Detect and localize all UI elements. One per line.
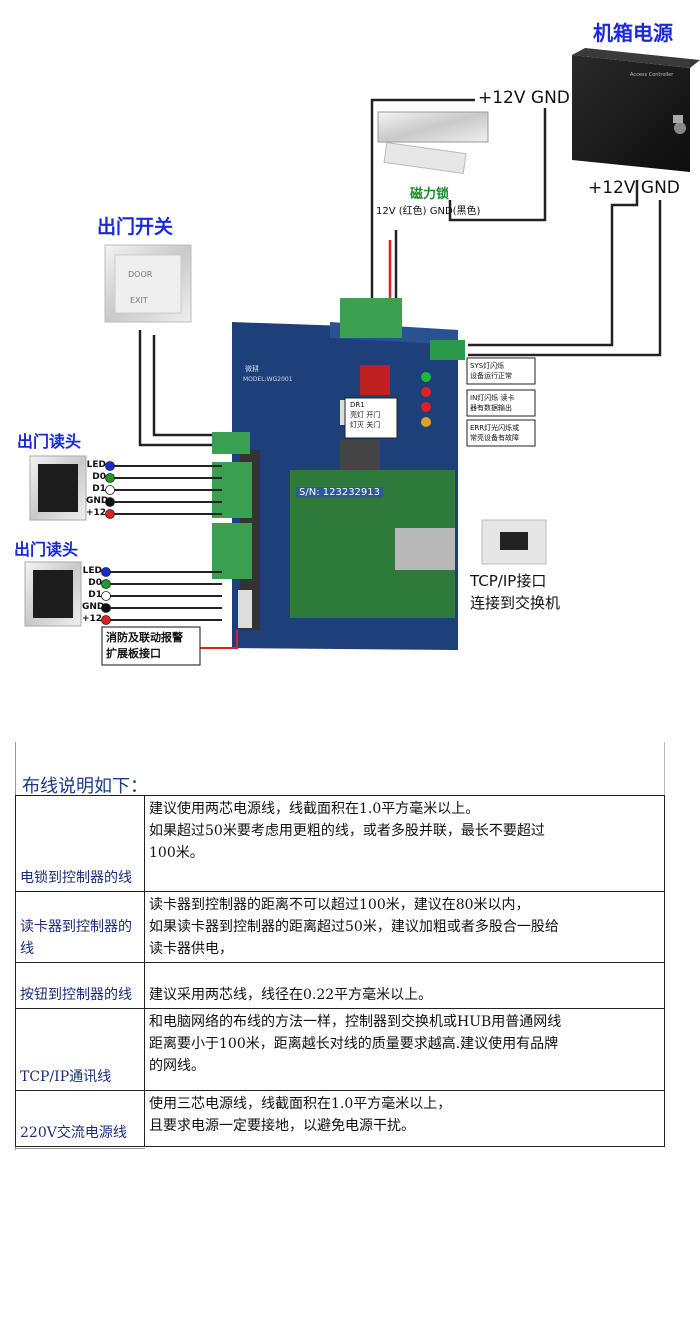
- table-row: TCP/IP通讯线和电脑网络的布线的方法一样，控制器到交换机或HUB用普通网线距…: [15, 1008, 665, 1091]
- wire-color-dot: [101, 603, 111, 613]
- table-row: 读卡器到控制器的线读卡器到控制器的距离不可以超过100米，建议在80米以内，如果…: [15, 891, 665, 963]
- reader-wire-label: GND: [82, 602, 105, 612]
- exit-switch-door: DOOR: [128, 270, 153, 279]
- aux-led: [421, 417, 431, 427]
- wiring-description: 建议采用两芯线，线径在0.22平方毫米以上。: [144, 962, 665, 1009]
- tcpip-label: TCP/IP接口连接到交换机: [470, 572, 561, 612]
- reader1-title: 出门读头: [17, 432, 82, 451]
- wire-color-dot: [105, 473, 115, 483]
- magnetic-lock: [377, 111, 489, 175]
- wiring-description: 和电脑网络的布线的方法一样，控制器到交换机或HUB用普通网线距离要小于100米，…: [144, 1008, 665, 1091]
- reader-wire-label: LED: [86, 460, 106, 470]
- wire-color-dot: [105, 497, 115, 507]
- wiring-item: 220V交流电源线: [15, 1090, 145, 1147]
- power-supply-box: Access Controller: [572, 48, 700, 172]
- wire-color-dot: [101, 567, 111, 577]
- key-lock-icon: [674, 122, 686, 134]
- table-row: 220V交流电源线使用三芯电源线，线截面积在1.0平方毫米以上，且要求电源一定要…: [15, 1090, 665, 1147]
- reader2-title: 出门读头: [14, 540, 79, 559]
- exit-switch-exit: EXIT: [130, 296, 148, 305]
- dr1-note: DR1 亮灯 开门 灯灭 关门: [350, 401, 381, 429]
- maglock-title: 磁力锁: [410, 187, 450, 202]
- wire-color-dot: [101, 591, 111, 601]
- reader-wire-label: D0: [92, 472, 106, 482]
- reader-wire-label: +12: [86, 508, 107, 518]
- sys-led: [421, 372, 431, 382]
- err-led: [421, 402, 431, 412]
- err-led-note: ERR灯光闪烁或常亮设备有故障: [470, 424, 520, 442]
- reader-wire-label: D1: [92, 484, 106, 494]
- power-box-title: 机箱电源: [593, 21, 673, 45]
- board-model: MODEL:WG2001: [243, 376, 293, 383]
- wire-color-dot: [105, 485, 115, 495]
- top-wire-label: +12V GND: [478, 88, 570, 108]
- controller-board: [232, 322, 465, 650]
- wiring-item: 电锁到控制器的线: [15, 795, 145, 892]
- maglock-wires: 12V (红色) GND(黑色): [376, 206, 481, 217]
- board-logo: 微耕: [245, 365, 259, 373]
- wire-color-dot: [105, 509, 115, 519]
- serial-number: S/N: 123232913: [296, 487, 384, 498]
- table-row: 按钮到控制器的线建议采用两芯线，线径在0.22平方毫米以上。: [15, 962, 665, 1009]
- wiring-item: TCP/IP通讯线: [15, 1008, 145, 1091]
- wire-color-dot: [105, 461, 115, 471]
- wiring-description: 建议使用两芯电源线，线截面积在1.0平方毫米以上。如果超过50米要考虑用更粗的线…: [144, 795, 665, 892]
- table-row: 电锁到控制器的线建议使用两芯电源线，线截面积在1.0平方毫米以上。如果超过50米…: [15, 795, 665, 892]
- reader-wire-label: GND: [86, 496, 109, 506]
- wiring-description: 使用三芯电源线，线截面积在1.0平方毫米以上，且要求电源一定要接地，以避免电源干…: [144, 1090, 665, 1147]
- reader-wire-label: LED: [82, 566, 102, 576]
- wiring-notes-table: 电锁到控制器的线建议使用两芯电源线，线截面积在1.0平方毫米以上。如果超过50米…: [15, 795, 665, 1147]
- top-power-wires: [370, 98, 662, 357]
- reader-wires: [101, 461, 222, 625]
- reader-wire-label: D1: [88, 590, 102, 600]
- wiring-diagram: Access Controller: [24, 48, 700, 666]
- in-led-note: IN灯闪烁 读卡器有数据输出: [470, 394, 515, 412]
- exit-switch-title: 出门开关: [97, 216, 174, 238]
- wiring-item: 按钮到控制器的线: [15, 962, 145, 1009]
- wiring-description: 读卡器到控制器的距离不可以超过100米，建议在80米以内，如果读卡器到控制器的距…: [144, 891, 665, 963]
- wiring-notes-title: 布线说明如下：: [22, 776, 148, 797]
- sys-led-note: SYS灯闪烁设备运行正常: [470, 362, 512, 380]
- in-led: [421, 387, 431, 397]
- power-box-label: Access Controller: [630, 72, 674, 78]
- reader-wire-label: +12: [82, 614, 103, 624]
- reader-wire-label: D0: [88, 578, 102, 588]
- terminal-blocks: [212, 298, 402, 579]
- network-port-icon: [481, 519, 547, 565]
- card-reader-1: [29, 455, 87, 521]
- wire-color-dot: [101, 615, 111, 625]
- alarm-interface-label: 消防及联动报警扩展板接口: [106, 631, 183, 660]
- exit-switch: [104, 244, 192, 323]
- wiring-item: 读卡器到控制器的线: [15, 891, 145, 963]
- wire-color-dot: [101, 579, 111, 589]
- card-reader-2: [24, 561, 82, 627]
- power-terminals-label: +12V GND: [588, 178, 680, 198]
